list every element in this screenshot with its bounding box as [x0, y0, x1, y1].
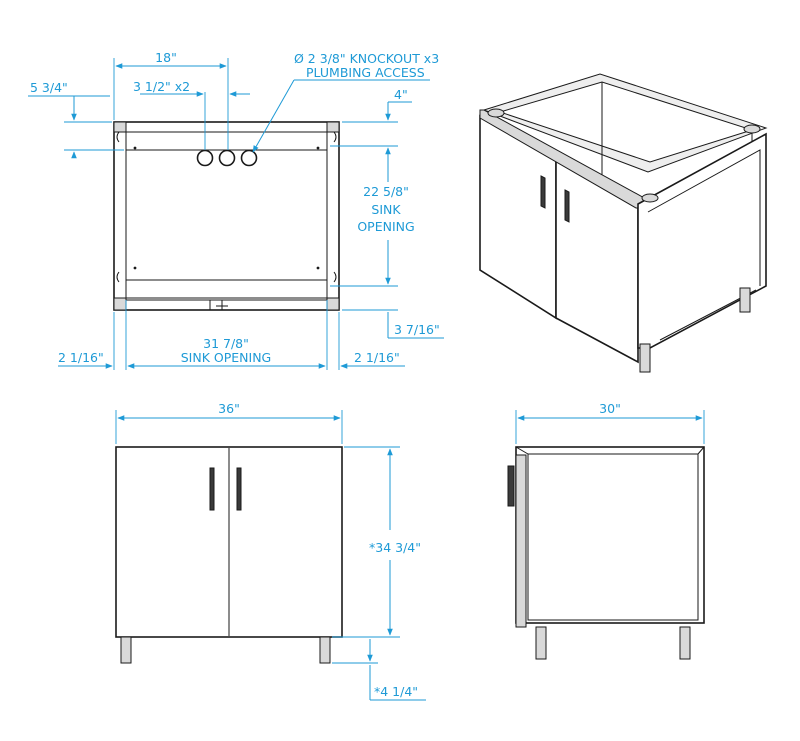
dim-sink-width-label: SINK OPENING	[181, 350, 272, 365]
dim-left-offset: 5 3/4"	[30, 80, 68, 95]
front-handle-right	[236, 467, 242, 511]
screw-dot	[316, 266, 320, 270]
dim-sink-depth: 22 5/8"	[363, 184, 409, 199]
dim-top-width: 18"	[155, 50, 177, 65]
dim-sink-width: 31 7/8"	[203, 336, 249, 351]
screw-dot	[133, 266, 137, 270]
front-leg-right	[319, 636, 331, 664]
corner-slot	[333, 131, 337, 143]
iso-corner-cap	[641, 193, 659, 203]
corner-slot	[333, 271, 337, 283]
front-view: 36" *34 3/4" *4 1/4"	[115, 401, 426, 701]
dim-side-left: 2 1/16"	[58, 350, 104, 365]
side-handle	[507, 465, 515, 507]
screw-dot	[316, 146, 320, 150]
isometric-view	[479, 73, 768, 373]
side-leg-right	[679, 626, 691, 660]
dim-sink-depth-label2: OPENING	[357, 219, 414, 234]
dim-front-height: *34 3/4"	[369, 540, 421, 555]
corner-post	[113, 297, 127, 311]
knockout-hole	[218, 149, 236, 167]
iso-leg	[639, 343, 651, 373]
iso-side-panel	[637, 132, 767, 349]
screw-dot	[133, 146, 137, 150]
corner-slot	[116, 131, 120, 143]
front-leg-left	[120, 636, 132, 664]
dim-knockout-spec: Ø 2 3/8" KNOCKOUT x3	[294, 51, 439, 66]
corner-post	[326, 121, 340, 133]
iso-handle-left	[540, 175, 546, 209]
dim-front-width: 36"	[218, 401, 240, 416]
dim-plumbing-access: PLUMBING ACCESS	[306, 65, 425, 80]
dim-side-depth: 30"	[599, 401, 621, 416]
corner-slot	[116, 271, 120, 283]
dim-side-right: 2 1/16"	[354, 350, 400, 365]
iso-corner-cap	[743, 124, 761, 134]
sink-opening-outline	[125, 131, 328, 299]
iso-leg	[739, 287, 751, 313]
dim-knockout-spacing: 3 1/2" x2	[133, 79, 190, 94]
dim-bottom-right: 3 7/16"	[394, 322, 440, 337]
corner-post	[113, 121, 127, 133]
side-leg-left	[535, 626, 547, 660]
knockout-hole	[196, 149, 214, 167]
top-view: 18" 3 1/2" x2 Ø 2 3/8" KNOCKOUT x3 PLUMB…	[28, 50, 444, 370]
side-view: 30"	[507, 401, 705, 660]
front-handle-left	[209, 467, 215, 511]
bracket	[209, 300, 228, 310]
side-body	[515, 446, 705, 624]
dim-leg-height: *4 1/4"	[374, 684, 418, 699]
dim-right-top: 4"	[394, 87, 408, 102]
iso-corner-cap	[487, 108, 505, 118]
corner-post	[326, 297, 340, 311]
side-inner	[527, 453, 699, 621]
iso-handle-right	[564, 189, 570, 223]
side-door-edge	[515, 454, 527, 628]
knockout-hole	[240, 149, 258, 167]
dim-sink-depth-label1: SINK	[371, 202, 401, 217]
